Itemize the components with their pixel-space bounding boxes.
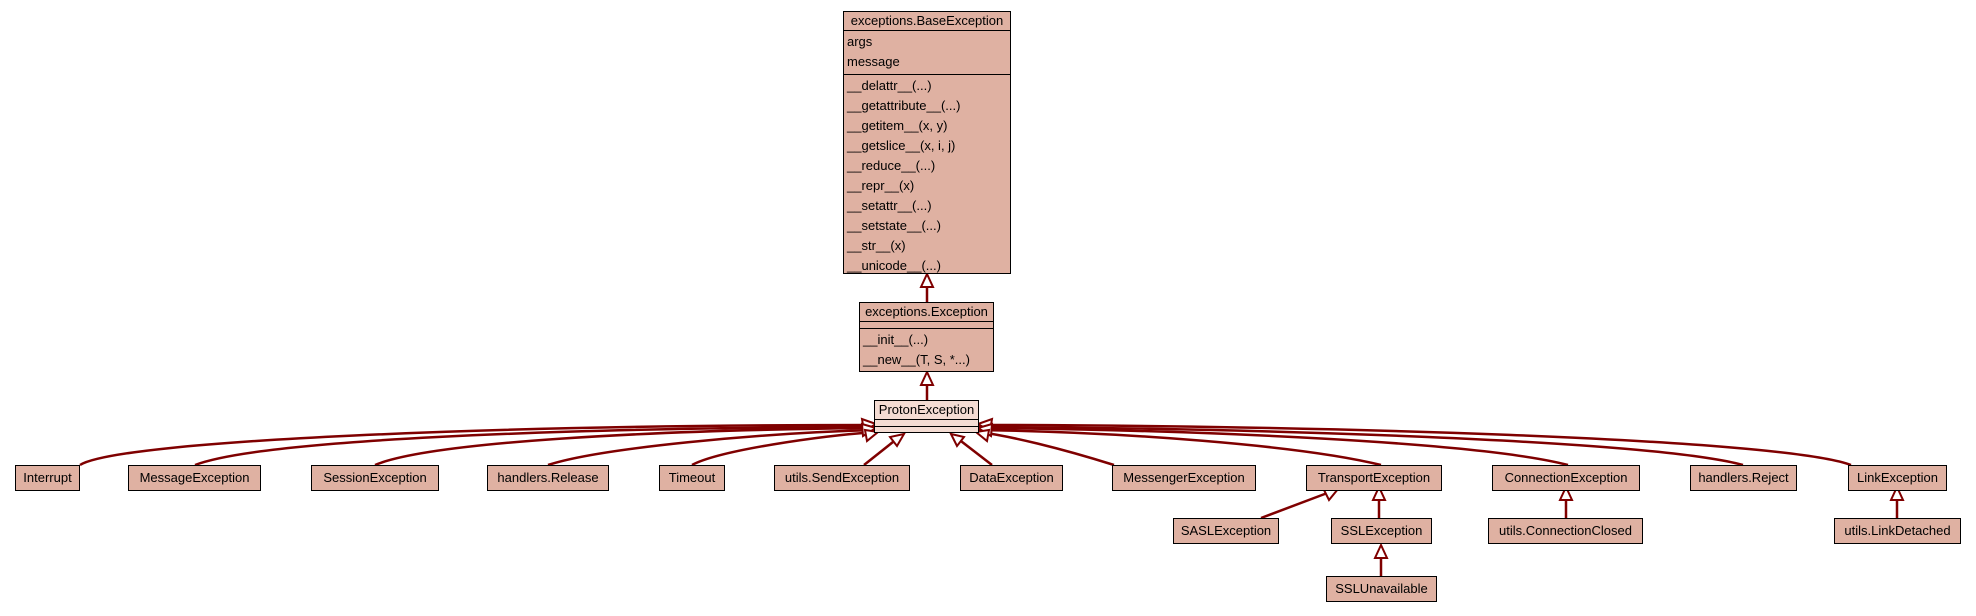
edge-timeout [691, 430, 876, 467]
edge-handlers-reject [978, 425, 1744, 467]
class-timeout[interactable]: Timeout [659, 465, 725, 491]
class-base-exception[interactable]: exceptions.BaseException args message __… [843, 11, 1011, 274]
method: __new__(T, S, *...) [863, 352, 970, 367]
methods-section: __init__(...) __new__(T, S, *...) [860, 329, 993, 372]
class-utils-link-detached[interactable]: utils.LinkDetached [1834, 518, 1961, 544]
edge-send-exception [863, 437, 899, 466]
class-handlers-reject[interactable]: handlers.Reject [1690, 465, 1797, 491]
methods-section [875, 427, 978, 433]
class-data-exception[interactable]: DataException [960, 465, 1063, 491]
method: __repr__(x) [847, 178, 915, 193]
class-ssl-exception[interactable]: SSLException [1331, 518, 1432, 544]
method: __delattr__(...) [847, 78, 932, 93]
method: __getitem__(x, y) [847, 118, 948, 133]
arrowhead-link [1889, 484, 1905, 501]
edge-interrupt [79, 423, 876, 467]
arrowhead-ssl-unavailable [1373, 542, 1389, 559]
class-exception[interactable]: exceptions.Exception __init__(...) __new… [859, 302, 994, 372]
edge-link-exception [978, 423, 1852, 467]
edge-message-exception [194, 425, 876, 467]
class-utils-send-exception[interactable]: utils.SendException [774, 465, 910, 491]
edge-messenger-exception [978, 430, 1115, 467]
arrowhead-transport-ssl [1371, 484, 1387, 501]
class-name: exceptions.Exception [860, 303, 993, 322]
edge-sasl-transport [1260, 490, 1331, 520]
edge-handlers-release [547, 428, 876, 467]
class-proton-exception[interactable]: ProtonException [874, 400, 979, 433]
arrowhead-send [888, 432, 907, 448]
attributes-section [875, 420, 978, 427]
edge-transport-exception [978, 428, 1382, 467]
method: __unicode__(...) [847, 258, 941, 273]
class-link-exception[interactable]: LinkException [1848, 465, 1947, 491]
arrowhead-data [949, 432, 966, 448]
attributes-section [860, 322, 993, 329]
method: __getslice__(x, i, j) [847, 138, 956, 153]
class-name: exceptions.BaseException [844, 12, 1010, 31]
edge-session-exception [374, 426, 876, 467]
class-messenger-exception[interactable]: MessengerException [1112, 465, 1256, 491]
method: __str__(x) [847, 238, 906, 253]
methods-section: __delattr__(...) __getattribute__(...) _… [844, 75, 1010, 278]
class-utils-connection-closed[interactable]: utils.ConnectionClosed [1488, 518, 1643, 544]
class-ssl-unavailable[interactable]: SSLUnavailable [1326, 576, 1437, 602]
edge-data-exception [956, 437, 993, 466]
class-sasl-exception[interactable]: SASLException [1173, 518, 1279, 544]
class-name: ProtonException [875, 401, 978, 420]
class-session-exception[interactable]: SessionException [311, 465, 439, 491]
class-interrupt[interactable]: Interrupt [15, 465, 80, 491]
arrowhead-proton-right-3 [973, 428, 991, 443]
class-handlers-release[interactable]: handlers.Release [487, 465, 609, 491]
edge-connection-exception [978, 426, 1569, 467]
arrowhead-connection [1558, 484, 1574, 501]
attributes-section: args message [844, 31, 1010, 75]
method: __init__(...) [863, 332, 929, 347]
method: __setattr__(...) [847, 198, 932, 213]
method: __getattribute__(...) [847, 98, 961, 113]
class-message-exception[interactable]: MessageException [128, 465, 261, 491]
class-transport-exception[interactable]: TransportException [1306, 465, 1442, 491]
attribute: message [847, 54, 900, 69]
arrowhead-base [919, 271, 935, 288]
method: __reduce__(...) [847, 158, 936, 173]
arrowhead-exception [919, 369, 935, 386]
attribute: args [847, 34, 873, 49]
class-connection-exception[interactable]: ConnectionException [1492, 465, 1640, 491]
method: __setstate__(...) [847, 218, 941, 233]
